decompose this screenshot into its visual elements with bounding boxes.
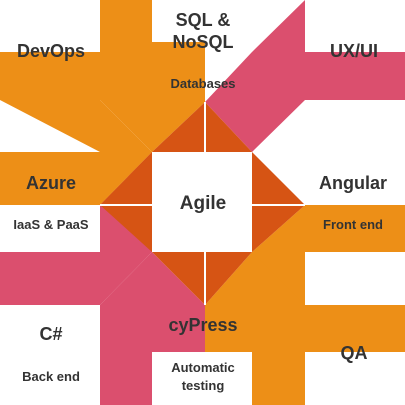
databases-subtitle: Databases [170, 76, 236, 91]
arrow-bottom-right [205, 252, 305, 405]
arrow-bottom-left [100, 252, 205, 405]
qa-title: QA [340, 343, 368, 363]
arrow-top-right [205, 0, 405, 152]
center-label: Agile [179, 193, 227, 214]
center-square [152, 152, 252, 252]
devops-title: DevOps [16, 41, 86, 61]
angular-title: Angular [318, 173, 388, 193]
ring-left [100, 152, 152, 252]
arrow-middle-left [0, 100, 152, 205]
arrow-top-left [0, 0, 205, 152]
csharp-title: C# [39, 324, 63, 344]
azure-subtitle: IaaS & PaaS [13, 217, 89, 232]
ring-right [252, 152, 305, 252]
uxui-title: UX/UI [329, 41, 379, 61]
databases-title-line1: SQL & [175, 10, 231, 30]
databases-title-line2: NoSQL [172, 32, 234, 52]
angular-subtitle: Front end [323, 217, 383, 232]
azure-title: Azure [25, 173, 77, 193]
csharp-subtitle: Back end [22, 369, 80, 384]
arrow-left [0, 152, 152, 305]
cypress-subtitle-line1: Automatic [171, 360, 235, 375]
cypress-title: cyPress [168, 315, 238, 335]
ring-bottom [152, 252, 252, 305]
ring-top [152, 102, 252, 152]
cypress-subtitle-line2: testing [181, 378, 225, 393]
